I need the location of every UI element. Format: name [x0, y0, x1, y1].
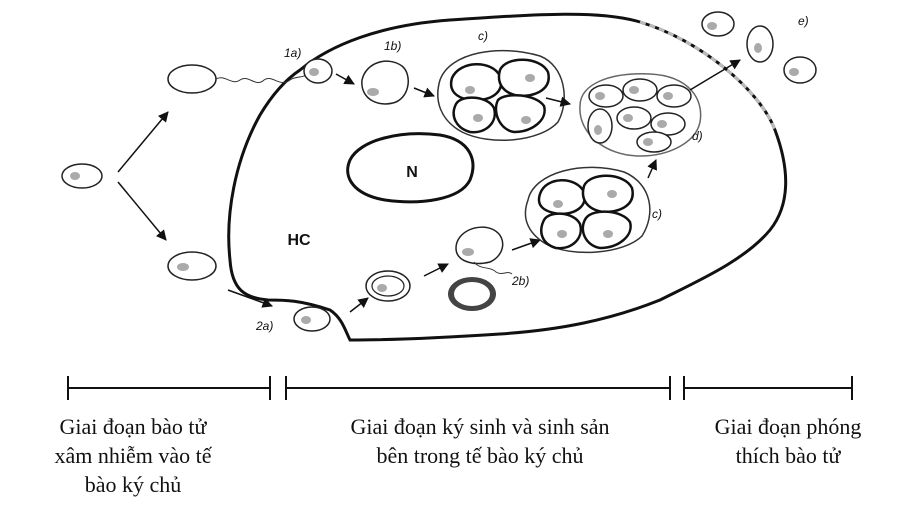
- meront-cluster-top: [438, 51, 564, 141]
- spore-lower-path: [168, 252, 216, 280]
- spore-1a: [304, 59, 332, 83]
- caption-line: Giai đoạn phóng: [682, 412, 894, 441]
- spore-double-wall: [366, 271, 410, 301]
- spore-upper-path: [168, 65, 216, 93]
- label-c-top: c): [478, 29, 488, 43]
- stage-bracket-2: [286, 376, 670, 400]
- caption-line: Giai đoạn bào tử: [8, 412, 258, 441]
- caption-line: bào ký chủ: [8, 470, 258, 499]
- caption-line: Giai đoạn ký sinh và sinh sản: [280, 412, 680, 441]
- label-1b: 1b): [384, 39, 401, 53]
- sporont-cluster-d: [580, 74, 701, 156]
- spore-2a: [294, 307, 330, 331]
- caption-line: xâm nhiễm vào tế: [8, 441, 258, 470]
- label-2b: 2b): [511, 274, 529, 288]
- stage-caption-parasitic: Giai đoạn ký sinh và sinh sản bên trong …: [280, 412, 680, 470]
- label-c-bottom: c): [652, 207, 662, 221]
- spore-2b: [448, 227, 512, 311]
- stage-bracket-1: [68, 376, 270, 400]
- spore-1b: [362, 61, 408, 104]
- label-e: e): [798, 14, 809, 28]
- caption-line: thích bào tử: [682, 441, 894, 470]
- meront-cluster-bottom: [525, 167, 649, 252]
- caption-line: bên trong tế bào ký chủ: [280, 441, 680, 470]
- host-cell-label: HC: [287, 232, 311, 249]
- stage-caption-infection: Giai đoạn bào tử xâm nhiễm vào tế bào ký…: [8, 412, 258, 499]
- spore-free-left: [62, 164, 102, 188]
- stage-bracket-3: [684, 376, 852, 400]
- label-2a: 2a): [255, 319, 273, 333]
- label-d: d): [692, 129, 703, 143]
- label-1a: 1a): [284, 46, 301, 60]
- nucleus-label: N: [406, 164, 418, 181]
- stage-caption-release: Giai đoạn phóng thích bào tử: [682, 412, 894, 470]
